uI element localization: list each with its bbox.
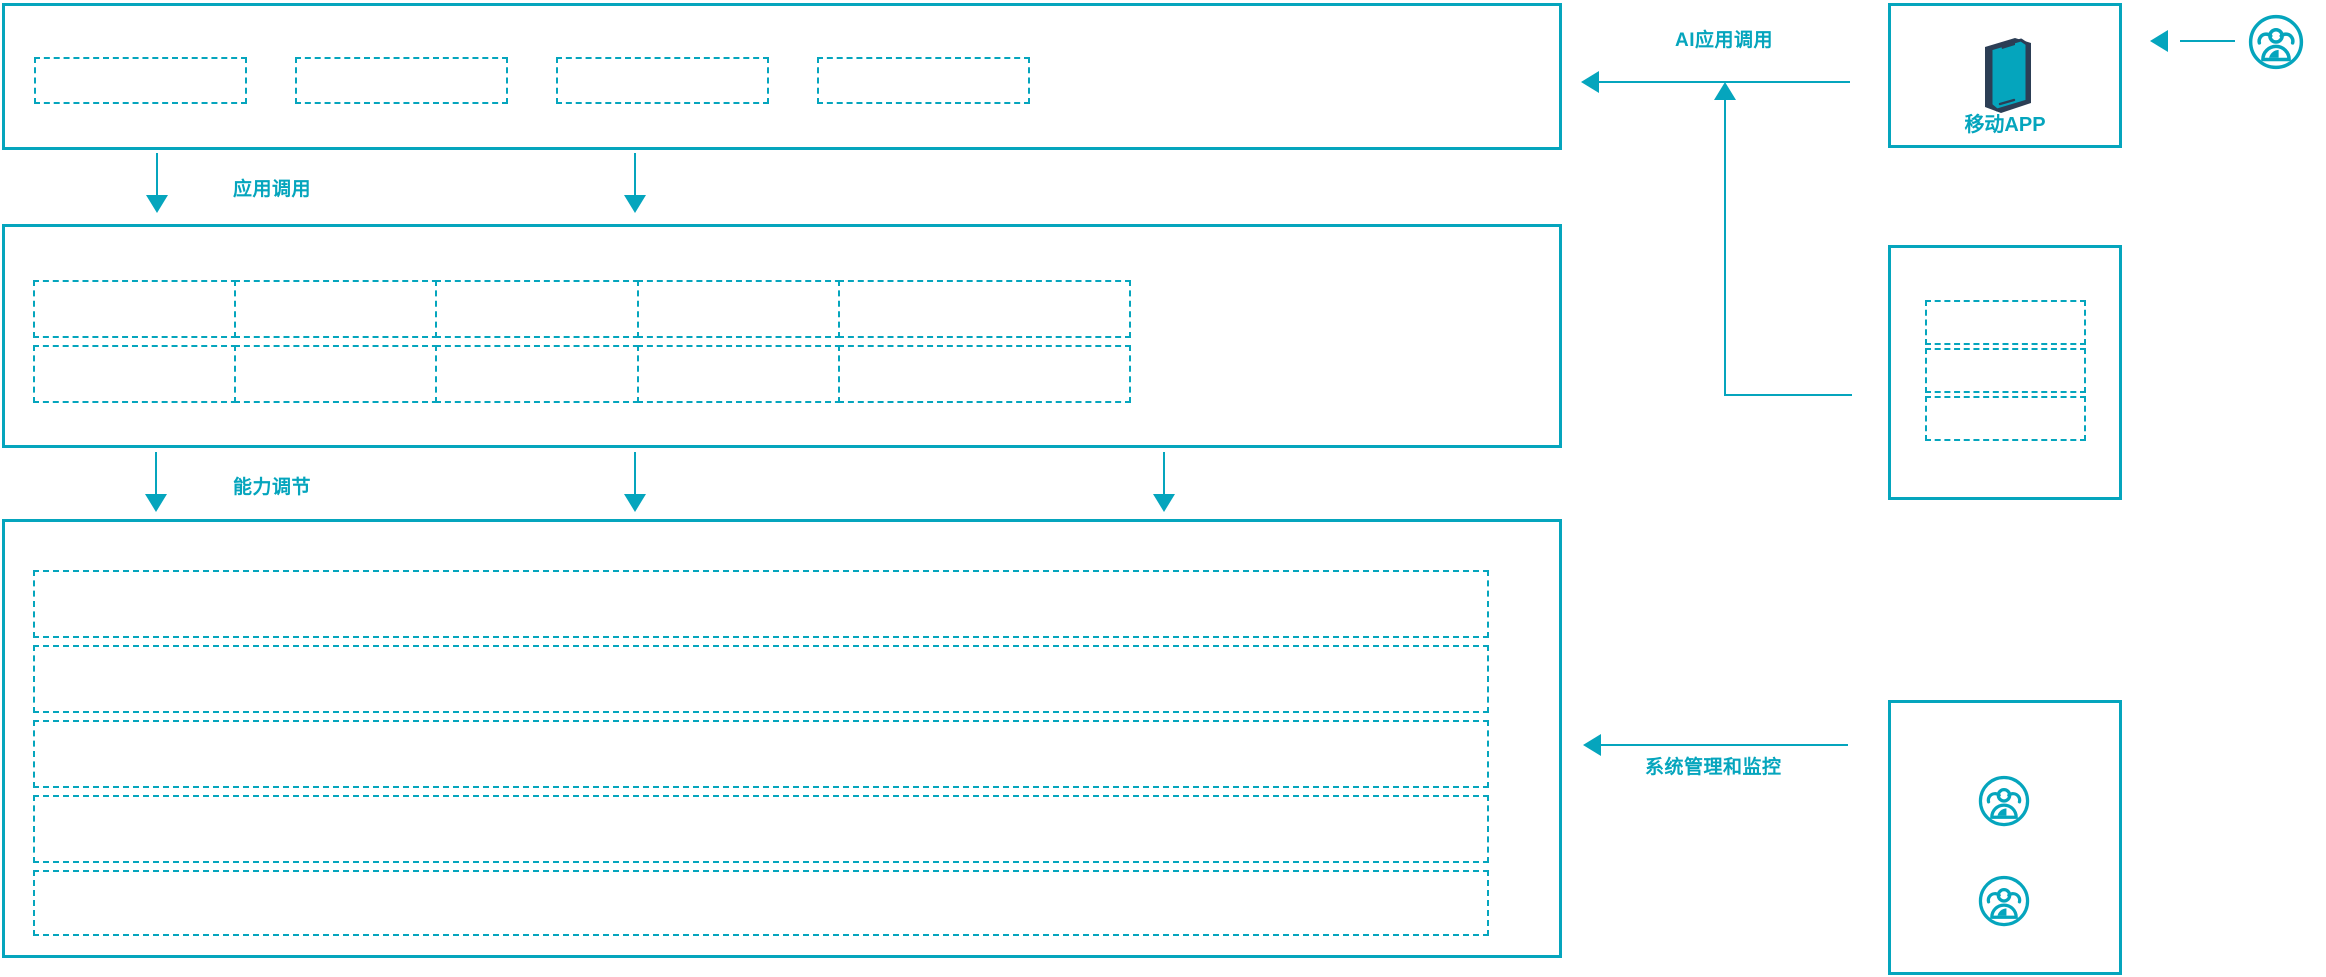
application-layer-cell-3[interactable] — [556, 57, 769, 104]
capability-arrow-2-head — [624, 494, 646, 512]
app-call-arrow-1-shaft — [156, 153, 158, 197]
platform-row-4[interactable] — [33, 795, 1489, 863]
mobile-app-caption: 移动APP — [1964, 114, 2046, 136]
app-call-arrow-2-head — [624, 195, 646, 213]
application-layer-panel — [2, 3, 1562, 150]
ai-app-call-arrow-head — [1581, 71, 1599, 93]
ops-user-1-user-group-icon[interactable] — [1978, 775, 2030, 827]
capability-arrow-3-head — [1153, 494, 1175, 512]
ai-app-call-label: AI应用调用 — [1675, 30, 1774, 51]
application-layer-cell-2[interactable] — [295, 57, 508, 104]
capability-arrow-1-shaft — [155, 452, 157, 496]
capability-cell-r1c5[interactable] — [838, 280, 1131, 338]
channel-cell-2[interactable] — [1925, 348, 2086, 393]
platform-row-2[interactable] — [33, 645, 1489, 713]
capability-arrow-1-head — [145, 494, 167, 512]
platform-row-1[interactable] — [33, 570, 1489, 638]
platform-row-3[interactable] — [33, 720, 1489, 788]
capability-arrow-3-shaft — [1163, 452, 1165, 496]
end-user-actor-user-group-icon — [2248, 14, 2304, 70]
end-user-arrow-head — [2150, 30, 2168, 52]
platform-row-5[interactable] — [33, 870, 1489, 936]
operations-panel — [1888, 700, 2122, 975]
application-layer-cell-1[interactable] — [34, 57, 247, 104]
sys-admin-arrow-head — [1583, 734, 1601, 756]
sys-admin-label: 系统管理和监控 — [1645, 757, 1782, 778]
app-call-arrow-1-head — [146, 195, 168, 213]
channel-to-ai-riser-foot — [1724, 394, 1852, 396]
capability-cell-r2c5[interactable] — [838, 345, 1131, 403]
mobile-phone-icon — [1975, 33, 2037, 117]
ops-user-2-user-group-icon[interactable] — [1978, 875, 2030, 927]
channel-to-ai-riser-head — [1714, 82, 1736, 100]
channel-cell-1[interactable] — [1925, 300, 2086, 345]
app-call-arrow-2-shaft — [634, 153, 636, 197]
capability-arrow-2-shaft — [634, 452, 636, 496]
capability-tune-label: 能力调节 — [233, 477, 312, 498]
channel-cell-3[interactable] — [1925, 396, 2086, 441]
channel-to-ai-riser-shaft — [1724, 100, 1726, 396]
end-user-arrow-shaft — [2180, 40, 2235, 42]
sys-admin-arrow-shaft — [1601, 744, 1848, 746]
application-layer-cell-4[interactable] — [817, 57, 1030, 104]
app-call-label: 应用调用 — [233, 179, 312, 200]
